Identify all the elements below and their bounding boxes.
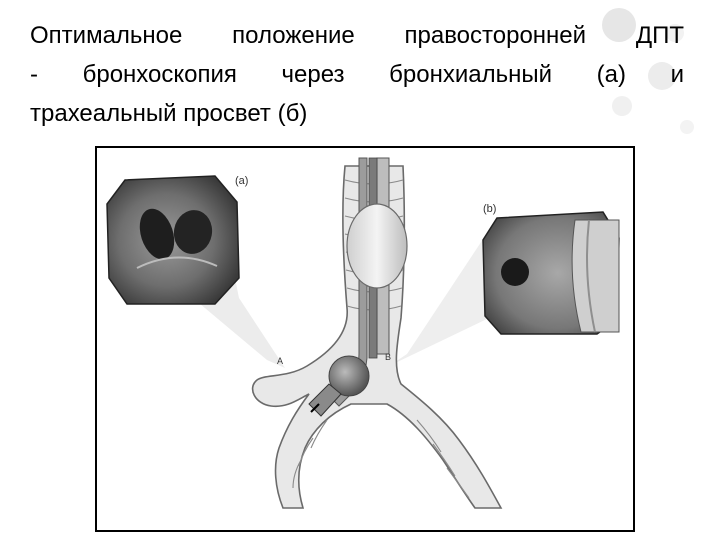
label-a: (a) <box>235 175 248 187</box>
tube-tip <box>308 383 342 417</box>
bronchial-cuff <box>328 355 370 397</box>
title-line-2: - бронхоскопия через бронхиальный (а) и <box>30 61 684 88</box>
label-b: (b) <box>483 203 496 215</box>
tracheal-cuff <box>346 203 408 289</box>
bronchoscopy-figure: (a) (b) A B <box>95 146 635 532</box>
endoscopic-view-b <box>482 211 620 335</box>
point-b-label: B <box>385 352 391 362</box>
decor-circle <box>602 8 636 42</box>
view-cone-b <box>389 218 497 366</box>
title-line-3: трахеальный просвет (б) <box>30 100 308 127</box>
decor-circle <box>648 62 676 90</box>
bronchoscopy-diagram: (a) (b) A B <box>106 157 620 509</box>
title-line-1: Оптимальное положение правосторонней ДПТ <box>30 22 684 49</box>
point-a-label: A <box>277 356 283 366</box>
decor-circle <box>666 24 684 42</box>
decor-circle <box>612 96 632 116</box>
tip-marker <box>310 403 320 413</box>
decor-circle <box>680 120 694 134</box>
slide-title: Оптимальное положение правосторонней ДПТ… <box>30 16 684 133</box>
endoscopic-view-a <box>106 175 240 305</box>
